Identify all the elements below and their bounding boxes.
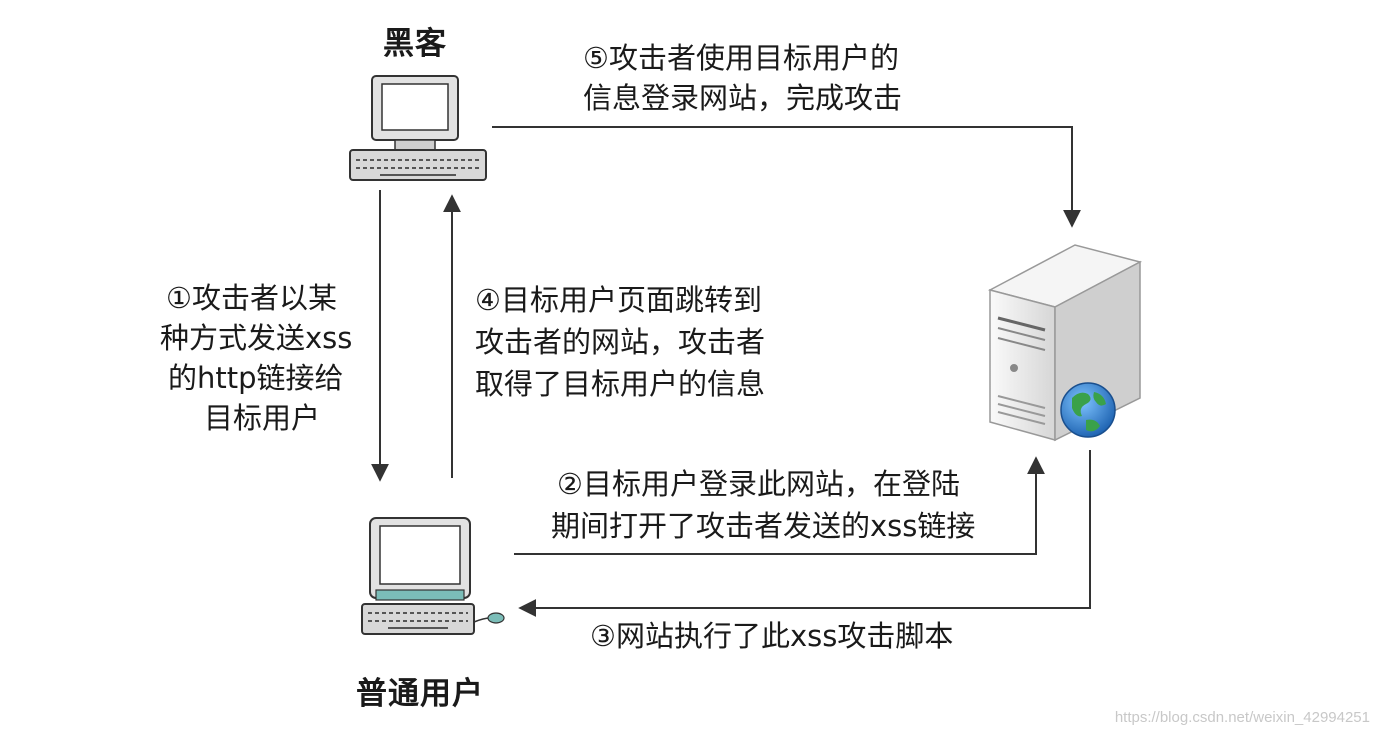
hacker-computer-icon — [349, 75, 487, 181]
step3-label: ③网站执行了此xss攻击脚本 — [590, 619, 954, 653]
step4-line2: 攻击者的网站，攻击者 — [475, 325, 766, 359]
step2-line2: 期间打开了攻击者发送的xss链接 — [551, 509, 976, 543]
step5-line1: ⑤攻击者使用目标用户的 — [583, 41, 899, 75]
step4-line1: ④目标用户页面跳转到 — [475, 283, 762, 317]
step1-line4: 目标用户 — [204, 401, 321, 435]
hacker-label: 黑客 — [383, 26, 447, 62]
arrow-step2 — [514, 456, 1045, 555]
user-label: 普通用户 — [356, 676, 484, 712]
step5-line2: 信息登录网站，完成攻击 — [583, 81, 903, 115]
globe-icon — [1060, 382, 1116, 438]
step1-line2: 种方式发送xss — [160, 321, 353, 355]
user-computer-icon — [361, 517, 505, 635]
arrow-step5 — [492, 126, 1081, 228]
arrow-step3 — [518, 450, 1091, 617]
watermark-text: https://blog.csdn.net/weixin_42994251 — [1114, 709, 1370, 726]
step1-line3: 的http链接给 — [168, 361, 344, 395]
step1-line1: ①攻击者以某 — [166, 281, 337, 315]
step4-line3: 取得了目标用户的信息 — [475, 367, 766, 401]
step2-line1: ②目标用户登录此网站，在登陆 — [557, 467, 960, 501]
